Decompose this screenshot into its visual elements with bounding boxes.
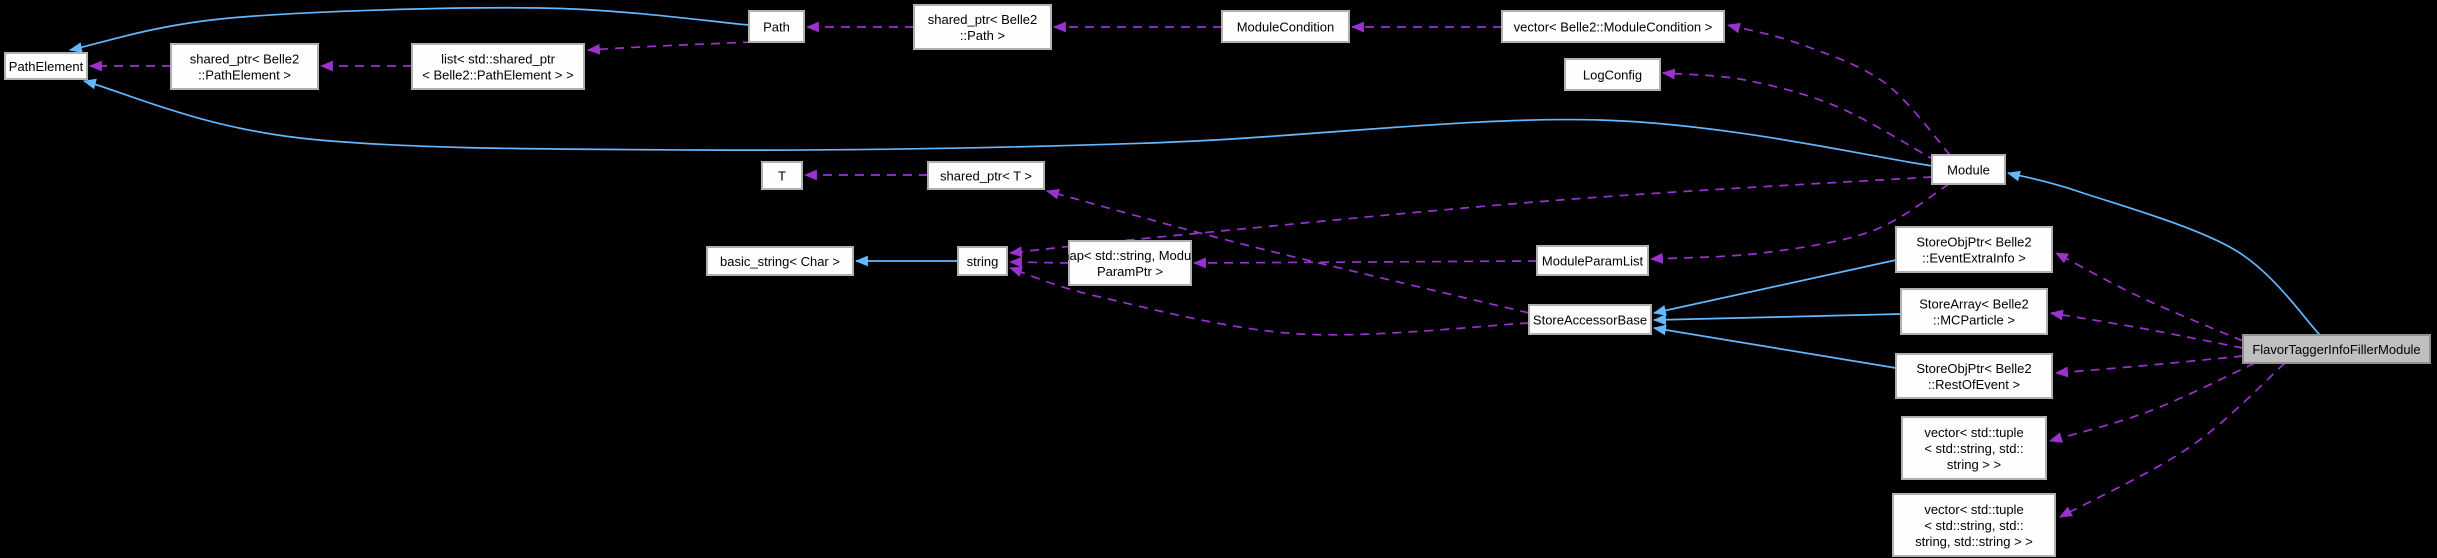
class-node-label-pathelement: PathElement bbox=[9, 59, 84, 74]
class-node-box-storearray-mcp bbox=[1900, 288, 2048, 335]
class-node-box-vector-tuple2 bbox=[1901, 416, 2047, 480]
class-node-box-sp-path bbox=[913, 4, 1052, 50]
class-node-path[interactable]: Path bbox=[748, 10, 805, 43]
class-node-label-moduleparamlist: ModuleParamList bbox=[1542, 253, 1644, 268]
class-node-box-list-sp-pathelement bbox=[411, 43, 585, 90]
edge-flavortaggerinfofillermodule-to-storearray-mcp-usage bbox=[2049, 309, 2244, 349]
class-node-box-sp-t bbox=[927, 161, 1045, 190]
class-node-vector-tuple3[interactable]: vector< std::tuple< std::string, std::st… bbox=[1892, 493, 2056, 557]
class-node-label-sp-pathelement: shared_ptr< Belle2::PathElement > bbox=[190, 51, 300, 82]
class-node-label-flavortaggerinfofillermodule: FlavorTaggerInfoFillerModule bbox=[2252, 342, 2420, 357]
edge-flavortaggerinfofillermodule-to-storeobjptr-roe-usage bbox=[2054, 355, 2244, 378]
edge-module-to-moduleparamlist-usage bbox=[1649, 183, 1950, 264]
class-node-box-moduleparamlist bbox=[1536, 245, 1649, 276]
class-node-basic-string[interactable]: basic_string< Char > bbox=[706, 246, 854, 276]
diagram-edges bbox=[68, 6, 2321, 518]
class-node-box-module bbox=[1931, 154, 2006, 185]
class-node-label-vector-tuple3: vector< std::tuple< std::string, std::st… bbox=[1915, 502, 2033, 549]
class-node-label-basic-string: basic_string< Char > bbox=[720, 254, 840, 269]
edge-module-to-vector-mc-usage bbox=[1726, 22, 1951, 156]
class-node-label-vector-mc: vector< Belle2::ModuleCondition > bbox=[1514, 19, 1713, 34]
class-node-box-sp-pathelement bbox=[170, 43, 319, 90]
class-node-box-storeaccessorbase bbox=[1528, 304, 1652, 335]
class-node-box-basic-string bbox=[706, 246, 854, 276]
class-node-box-storeobjptr-eei bbox=[1895, 226, 2053, 273]
class-node-label-storearray-mcp: StoreArray< Belle2::MCParticle > bbox=[1919, 296, 2028, 327]
class-node-label-modulecondition: ModuleCondition bbox=[1237, 19, 1335, 34]
diagram-nodes: PathElement shared_ptr< Belle2::PathEleme… bbox=[4, 4, 2431, 557]
edge-path-to-list-sp-pathelement-usage bbox=[586, 41, 753, 55]
class-node-box-path bbox=[748, 10, 805, 43]
edge-storeaccessorbase-to-string-usage bbox=[1008, 266, 1530, 336]
class-node-moduleparamlist[interactable]: ModuleParamList bbox=[1536, 245, 1649, 276]
edge-flavortaggerinfofillermodule-to-module-inheritance bbox=[2006, 170, 2321, 336]
class-node-label-list-sp-pathelement: list< std::shared_ptr< Belle2::PathEleme… bbox=[422, 51, 573, 82]
class-node-box-map-moduleparamptr bbox=[1068, 240, 1192, 286]
class-node-sp-pathelement[interactable]: shared_ptr< Belle2::PathElement > bbox=[170, 43, 319, 90]
class-node-label-string: string bbox=[967, 254, 999, 269]
class-node-sp-path[interactable]: shared_ptr< Belle2::Path > bbox=[913, 4, 1052, 50]
class-node-label-vector-tuple2: vector< std::tuple< std::string, std::st… bbox=[1924, 425, 2023, 472]
edge-moduleparamlist-to-map-moduleparamptr-usage bbox=[1192, 257, 1538, 269]
class-node-label-storeobjptr-eei: StoreObjPtr< Belle2::EventExtraInfo > bbox=[1916, 234, 2031, 265]
class-node-modulecondition[interactable]: ModuleCondition bbox=[1221, 10, 1350, 43]
class-node-box-storeobjptr-roe bbox=[1895, 353, 2053, 399]
class-node-flavortaggerinfofillermodule: FlavorTaggerInfoFillerModule bbox=[2242, 334, 2431, 364]
class-node-label-storeobjptr-roe: StoreObjPtr< Belle2::RestOfEvent > bbox=[1916, 361, 2031, 392]
class-node-label-path: Path bbox=[763, 19, 790, 34]
class-node-storeobjptr-roe[interactable]: StoreObjPtr< Belle2::RestOfEvent > bbox=[1895, 353, 2053, 399]
class-node-box-pathelement bbox=[4, 52, 88, 80]
class-node-storearray-mcp[interactable]: StoreArray< Belle2::MCParticle > bbox=[1900, 288, 2048, 335]
class-node-box-logconfig bbox=[1564, 58, 1661, 91]
edge-module-to-logconfig-usage bbox=[1661, 68, 1937, 162]
class-node-box-modulecondition bbox=[1221, 10, 1350, 43]
edge-map-moduleparamptr-to-string-usage bbox=[1008, 256, 1070, 268]
class-node-list-sp-pathelement[interactable]: list< std::shared_ptr< Belle2::PathEleme… bbox=[411, 43, 585, 90]
edge-storeobjptr-eei-to-storeaccessorbase-inheritance bbox=[1652, 259, 1897, 316]
class-node-label-storeaccessorbase: StoreAccessorBase bbox=[1533, 312, 1647, 327]
class-node-box-string bbox=[957, 246, 1008, 276]
class-node-storeobjptr-eei[interactable]: StoreObjPtr< Belle2::EventExtraInfo > bbox=[1895, 226, 2053, 273]
class-node-vector-mc[interactable]: vector< Belle2::ModuleCondition > bbox=[1501, 10, 1725, 43]
edge-storeobjptr-roe-to-storeaccessorbase-inheritance bbox=[1652, 324, 1897, 369]
class-node-box-flavortaggerinfofillermodule bbox=[2242, 334, 2431, 364]
edge-module-to-pathelement-inheritance bbox=[82, 78, 1934, 167]
class-node-logconfig[interactable]: LogConfig bbox=[1564, 58, 1661, 91]
class-node-label-sp-t: shared_ptr< T > bbox=[940, 168, 1032, 183]
edge-storeaccessorbase-to-sp-t-usage bbox=[1045, 188, 1530, 314]
class-node-box-t bbox=[761, 161, 803, 190]
class-node-storeaccessorbase[interactable]: StoreAccessorBase bbox=[1528, 304, 1652, 335]
edge-storearray-mcp-to-storeaccessorbase-inheritance bbox=[1652, 313, 1902, 326]
class-node-vector-tuple2[interactable]: vector< std::tuple< std::string, std::st… bbox=[1901, 416, 2047, 480]
class-node-label-sp-path: shared_ptr< Belle2::Path > bbox=[928, 12, 1038, 43]
edge-flavortaggerinfofillermodule-to-vector-tuple2-usage bbox=[2048, 362, 2256, 443]
class-node-label-module: Module bbox=[1947, 162, 1990, 177]
class-node-label-t: T bbox=[778, 168, 786, 183]
class-node-string[interactable]: string bbox=[957, 246, 1008, 276]
class-node-module[interactable]: Module bbox=[1931, 154, 2006, 185]
class-node-t[interactable]: T bbox=[761, 161, 803, 190]
edge-flavortaggerinfofillermodule-to-storeobjptr-eei-usage bbox=[2055, 252, 2244, 342]
edge-path-to-pathelement-inheritance bbox=[68, 6, 750, 53]
edge-flavortaggerinfofillermodule-to-vector-tuple3-usage bbox=[2059, 362, 2286, 518]
class-node-label-logconfig: LogConfig bbox=[1583, 67, 1642, 82]
class-node-sp-t[interactable]: shared_ptr< T > bbox=[927, 161, 1045, 190]
class-node-box-vector-mc bbox=[1501, 10, 1725, 43]
class-node-box-vector-tuple3 bbox=[1892, 493, 2056, 557]
class-node-pathelement[interactable]: PathElement bbox=[4, 52, 88, 80]
